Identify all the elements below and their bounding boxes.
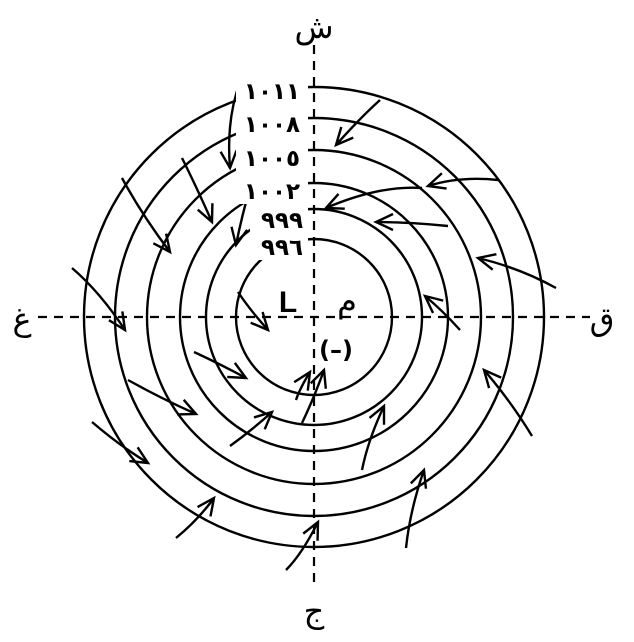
wind-arrow-shaft: [285, 521, 320, 571]
low-pressure-symbol: L: [279, 286, 297, 319]
wind-arrow-head: [334, 126, 354, 148]
west-label: غ: [12, 300, 31, 338]
wind-arrow-shaft: [483, 369, 534, 437]
wind-arrow-shaft: [294, 371, 312, 401]
wind-arrow-shaft: [237, 291, 269, 331]
wind-arrow-shaft: [127, 378, 197, 416]
isobar-label-1011: ١٠١١: [244, 79, 300, 105]
isobar-label-1002: ١٠٠٢: [244, 179, 300, 205]
isobar-label-1008: ١٠٠٨: [244, 112, 300, 138]
wind-arrow-shaft: [229, 411, 273, 447]
wind-arrow-shaft: [477, 256, 557, 290]
wind-arrow-shaft: [424, 295, 461, 331]
wind-arrow-shaft: [71, 267, 127, 331]
wind-arrow-shaft: [91, 421, 149, 465]
wind-arrow-shaft: [375, 220, 449, 228]
wind-arrow-shaft: [404, 469, 426, 549]
wind-arrow-head: [196, 495, 216, 517]
isobar-label-999: ٩٩٩: [261, 208, 303, 234]
wind-arrow-shaft: [120, 177, 171, 253]
wind-arrow-head: [475, 252, 497, 271]
wind-arrow-shaft: [335, 99, 381, 146]
wind-arrow-head: [129, 446, 151, 465]
wind-arrows: [71, 81, 557, 571]
wind-arrow-shaft: [180, 157, 214, 223]
wind-arrow-head: [309, 367, 328, 389]
isobar-labels: ١٠١١ ١٠٠٨ ١٠٠٥ ١٠٠٢ ٩٩٩ ٩٩٦: [236, 78, 308, 261]
wind-arrow-head: [422, 294, 444, 314]
wind-arrow-head: [425, 172, 447, 190]
wind-arrow-head: [253, 410, 275, 430]
wind-arrow-head: [108, 311, 127, 333]
wind-arrow-head: [177, 399, 199, 416]
wind-arrow-head: [250, 311, 270, 333]
wind-arrow-head: [323, 193, 345, 210]
wind-arrow-head: [227, 362, 249, 380]
wind-arrow-shaft: [427, 177, 499, 188]
wind-arrow-head: [482, 367, 502, 389]
wind-arrow-head: [368, 403, 386, 425]
north-label: ش: [294, 8, 333, 46]
wind-arrow-shaft: [175, 497, 215, 539]
center-arabic-letter: م: [337, 282, 357, 320]
isobar-label-1005: ١٠٠٥: [244, 146, 300, 172]
wind-arrow-head: [409, 467, 428, 489]
wind-arrow-shaft: [325, 186, 423, 210]
wind-arrow-head: [152, 233, 172, 255]
wind-arrow-head: [197, 203, 214, 225]
isobar-label-996: ٩٩٦: [261, 235, 303, 261]
wind-arrow-head: [302, 519, 320, 541]
wind-arrow-shaft: [193, 350, 247, 380]
south-label: ج: [304, 592, 325, 630]
east-label: ق: [590, 300, 615, 338]
wind-arrow-head: [373, 212, 394, 232]
wind-arrow-shaft: [360, 405, 386, 471]
wind-arrow-head: [230, 226, 249, 248]
wind-arrow-head: [219, 149, 238, 171]
negative-sign: (–): [319, 336, 353, 364]
wind-arrow-shaft: [300, 369, 326, 424]
wind-arrow-head: [293, 369, 312, 391]
